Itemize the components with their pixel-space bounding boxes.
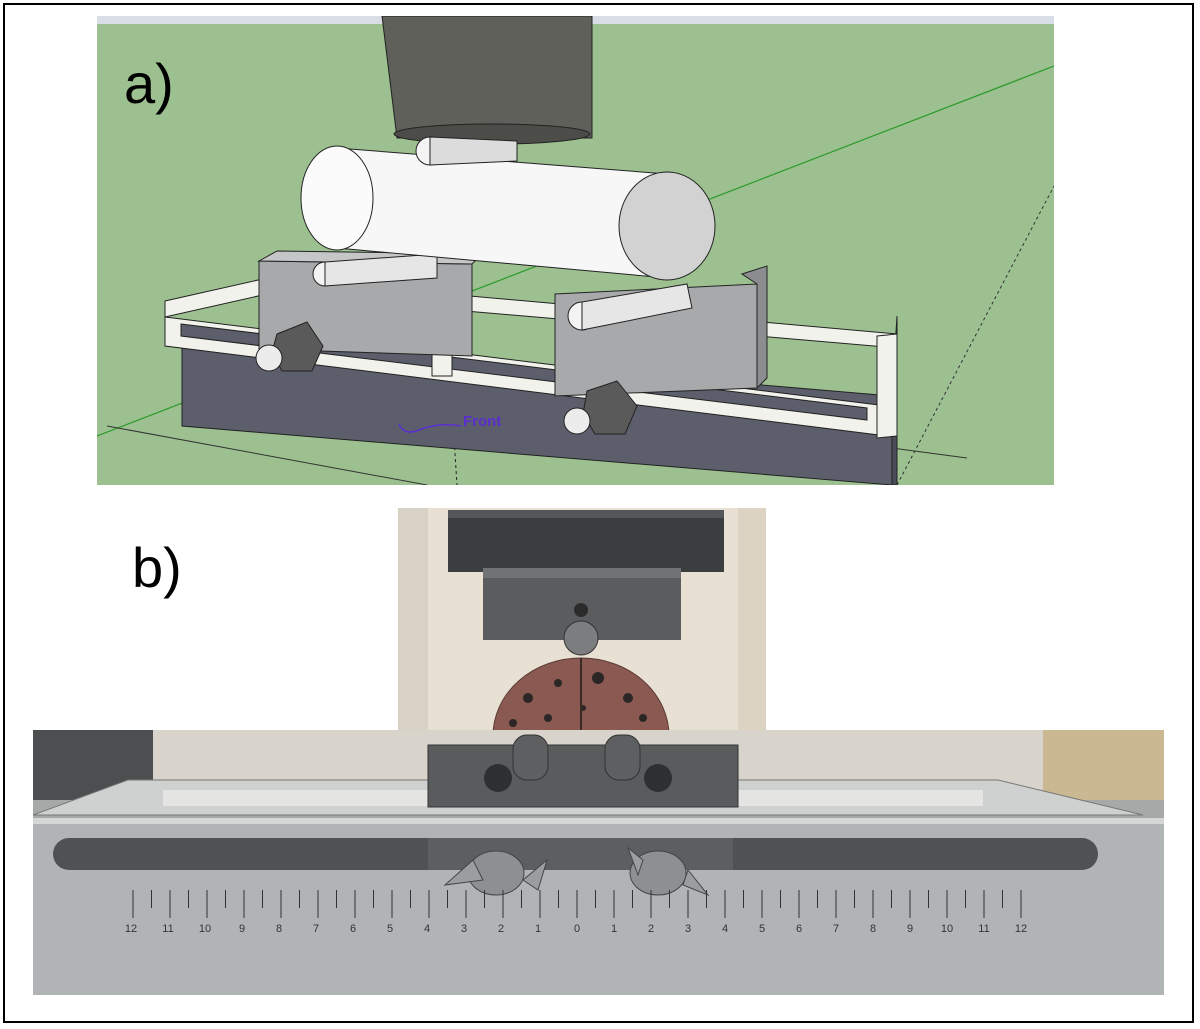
wing-nut-right: [626, 846, 710, 897]
scale-label-right-2: 2: [648, 923, 654, 935]
scale-label-right-4: 4: [722, 923, 728, 935]
panel-b-photo-top: [398, 508, 766, 738]
scale-label-right-8: 8: [870, 923, 876, 935]
scale-label-right-12: 12: [1015, 923, 1027, 935]
scale-label-right-10: 10: [941, 923, 953, 935]
scale-label-left-7: 6: [350, 923, 356, 935]
scale-label-left-12: 1: [535, 923, 541, 935]
scale-label-right-9: 9: [907, 923, 913, 935]
loading-head-photo: [398, 508, 766, 738]
scale-label-left-6: 7: [313, 923, 319, 935]
scale-label-left-11: 2: [498, 923, 504, 935]
front-annotation: Front: [463, 413, 501, 430]
scale-label-left-1: 12: [125, 923, 137, 935]
scale-numbers: 12 11 10 9 8 7 6 5 4 3 2 1 0 1 2 3 4 5 6…: [125, 923, 1027, 935]
scale-label-right-7: 7: [833, 923, 839, 935]
fixture-photo: 12 11 10 9 8 7 6 5 4 3 2 1 0 1 2 3 4 5 6…: [32, 730, 1164, 995]
scale-label-left-3: 10: [199, 923, 211, 935]
scale-label-left-2: 11: [162, 923, 173, 935]
scale-label-left-4: 9: [239, 923, 245, 935]
scale-label-center: 0: [574, 923, 580, 935]
scale-label-right-6: 6: [796, 923, 802, 935]
scale-label-right-1: 1: [611, 923, 617, 935]
panel-b-photo-fixture: 12 11 10 9 8 7 6 5 4 3 2 1 0 1 2 3 4 5 6…: [32, 730, 1164, 995]
scale-label-left-5: 8: [276, 923, 282, 935]
sketch-illustration: Front: [97, 16, 1054, 485]
scale-label-left-9: 4: [424, 923, 430, 935]
scale-label-right-5: 5: [759, 923, 765, 935]
wing-nut-left: [443, 850, 548, 896]
scale-label-left-10: 3: [461, 923, 467, 935]
panel-b-label: b): [132, 536, 182, 599]
scale-label-left-8: 5: [387, 923, 393, 935]
panel-a-label: a): [124, 52, 174, 115]
scale-label-right-11: 11: [978, 923, 989, 935]
scale-ticks: [132, 890, 1022, 918]
scale-label-right-3: 3: [685, 923, 691, 935]
panel-a-sketch: Front: [97, 16, 1054, 485]
